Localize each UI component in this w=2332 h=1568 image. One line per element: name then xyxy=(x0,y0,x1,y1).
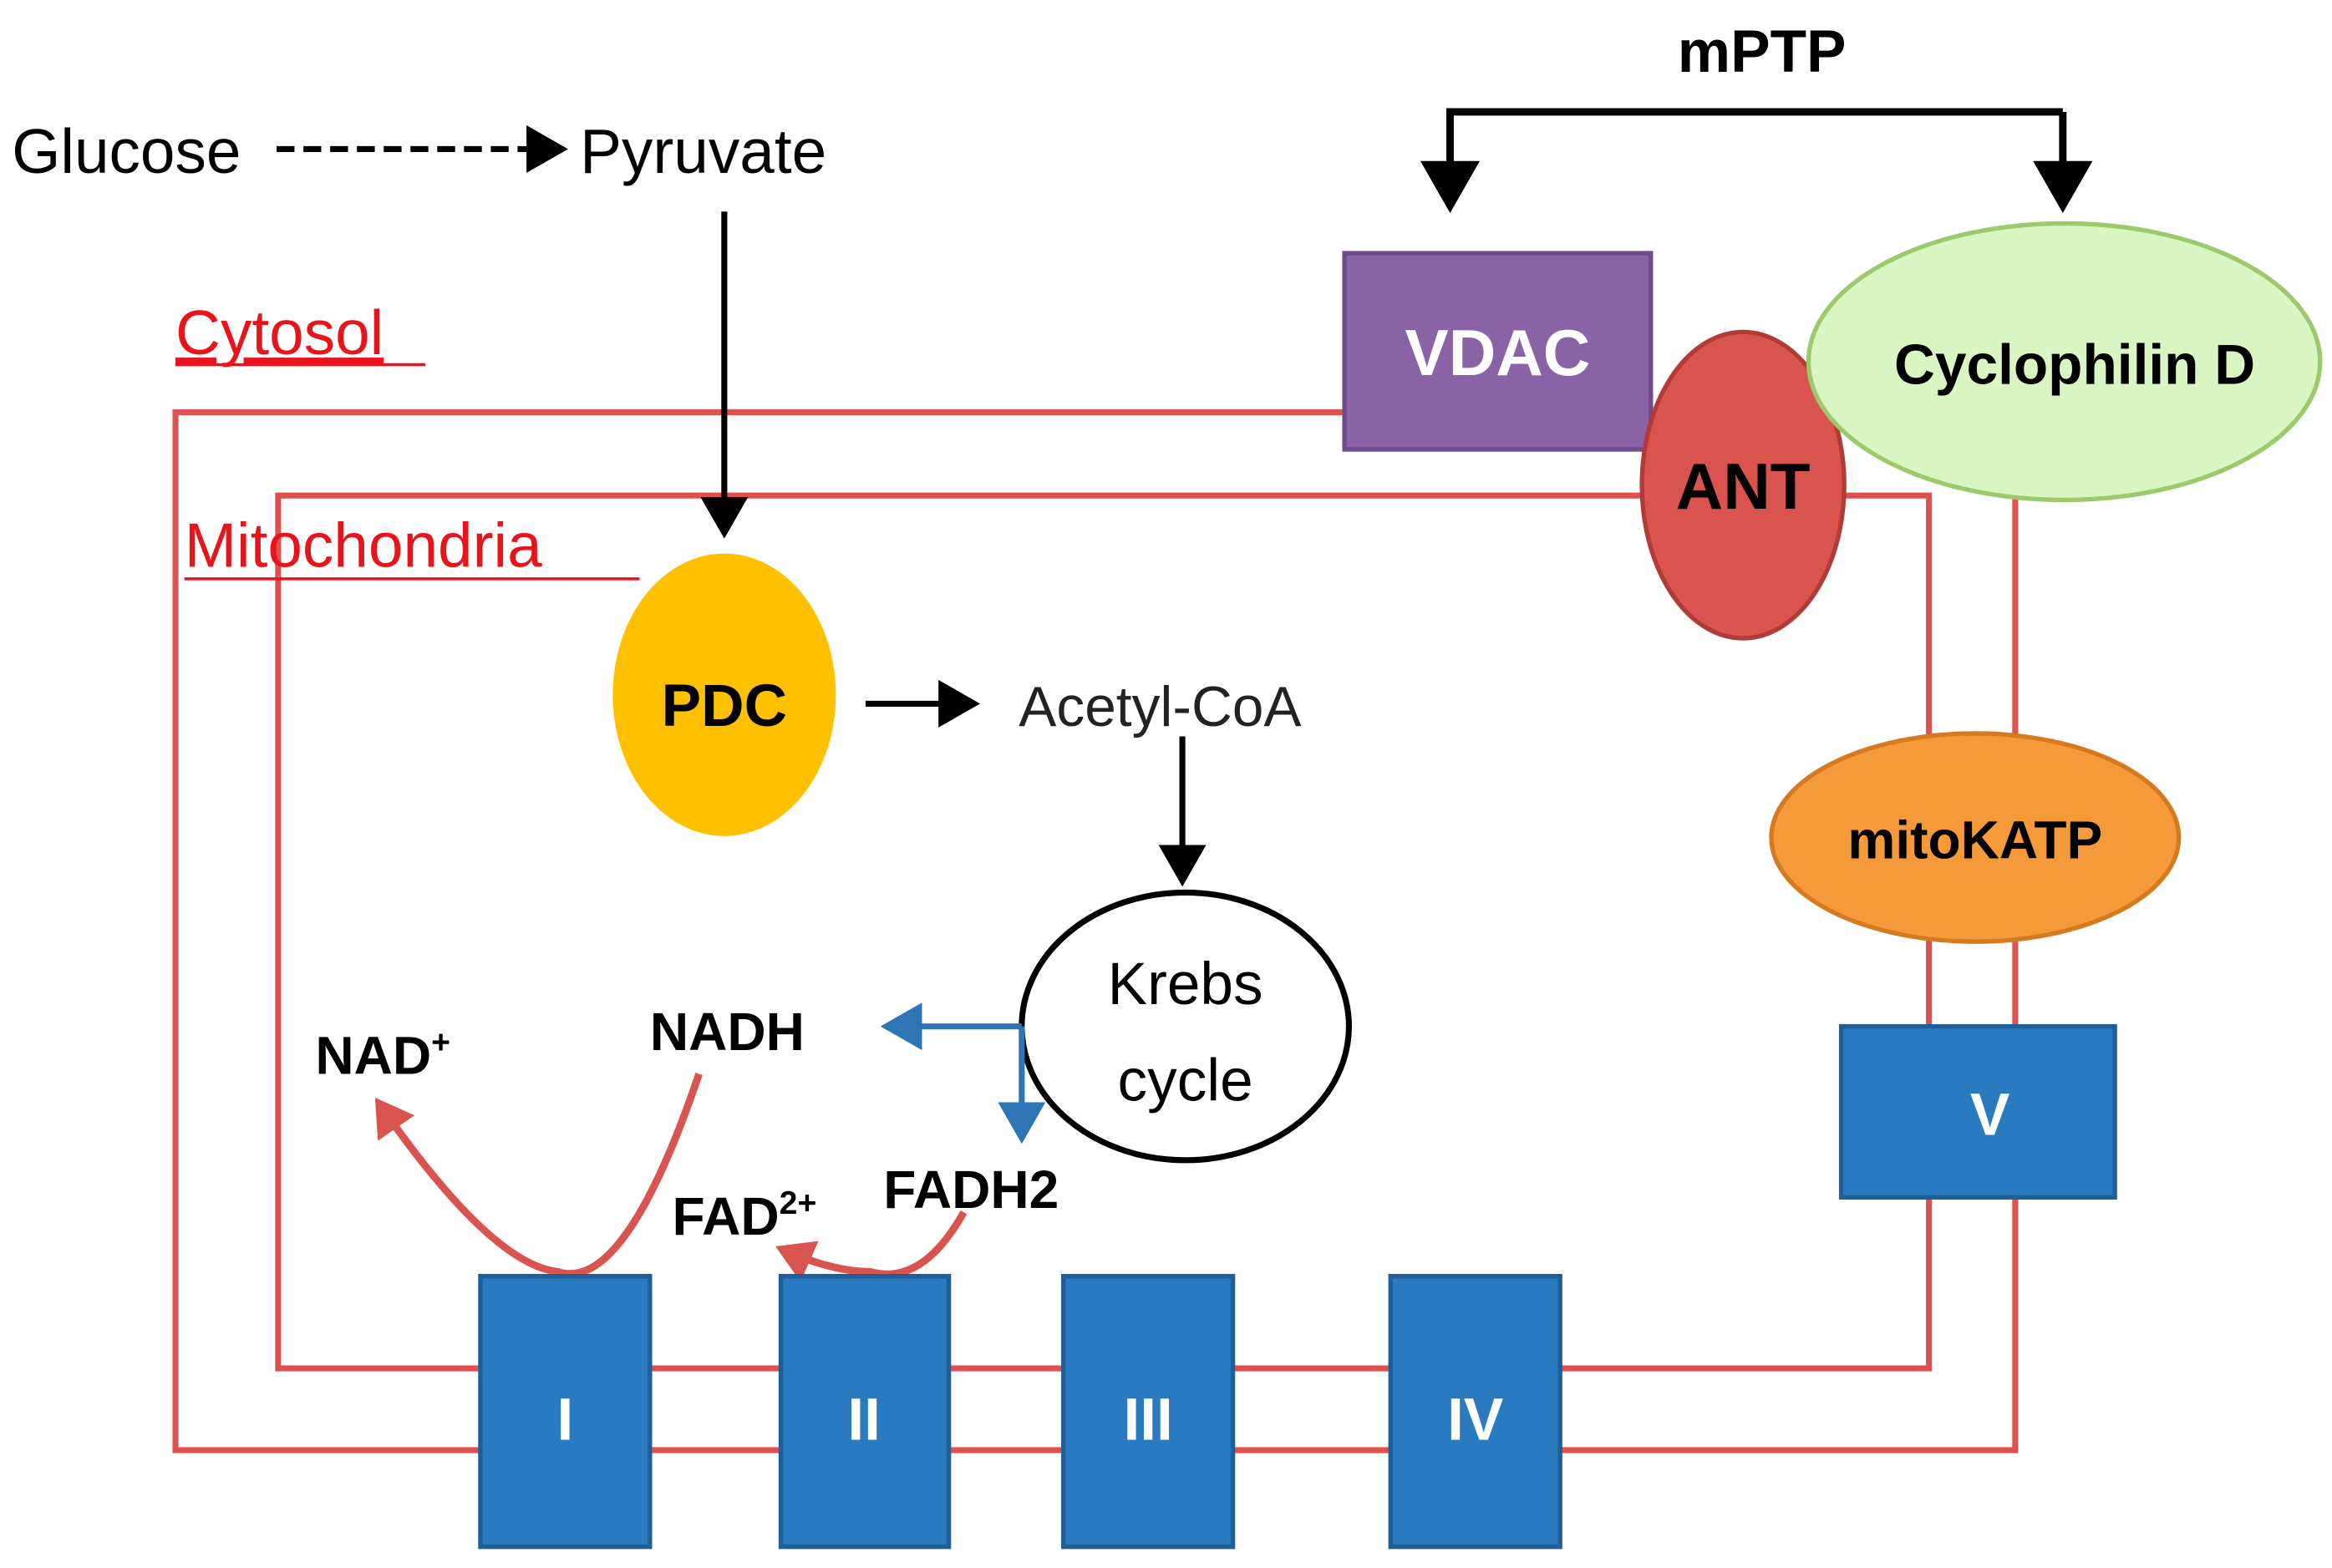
nadh-oxidation-arrow xyxy=(374,1073,703,1278)
mptp-label: mPTP xyxy=(1678,19,1847,85)
complex-v: V xyxy=(1838,1023,2117,1200)
nad-plus-label: NAD+ xyxy=(315,1025,450,1086)
complex-iv: IV xyxy=(1388,1274,1562,1550)
complex-iii-label: III xyxy=(1123,1387,1172,1453)
complex-v-label: V xyxy=(1970,1083,2009,1149)
complex-i: I xyxy=(478,1274,653,1550)
mptp-bracket-arrow-left xyxy=(1420,108,2063,213)
glucose-label: Glucose xyxy=(12,116,241,186)
pdc-label: PDC xyxy=(662,673,787,739)
cyclophilin-d-label: Cyclophilin D xyxy=(1894,334,2255,397)
fadh2-oxidation-arrow xyxy=(775,1210,968,1282)
complex-iii: III xyxy=(1061,1274,1236,1550)
mitochondria-label: Mitochondria xyxy=(185,510,542,581)
complex-ii-label: II xyxy=(847,1387,881,1453)
complex-i-label: I xyxy=(556,1387,573,1453)
complex-ii: II xyxy=(778,1274,952,1550)
fadh2-label: FADH2 xyxy=(883,1160,1059,1220)
mitokatp-ellipse xyxy=(1769,731,2182,944)
ant-label: ANT xyxy=(1676,449,1811,523)
vdac-label: VDAC xyxy=(1405,316,1591,389)
cyclophilin-d-ellipse xyxy=(1806,221,2323,503)
krebs-label-line2: cycle xyxy=(1118,1048,1253,1114)
pdc-ellipse xyxy=(612,553,836,836)
complex-iv-label: IV xyxy=(1447,1387,1503,1453)
krebs-cycle-circle xyxy=(1019,889,1352,1164)
mitokatp-label: mitoKATP xyxy=(1847,809,2102,870)
ant-ellipse xyxy=(1639,329,1847,641)
acetyl-coa-label: Acetyl-CoA xyxy=(1019,676,1301,738)
fad-2plus-label: FAD2+ xyxy=(673,1185,817,1246)
pyruvate-label: Pyruvate xyxy=(580,116,826,186)
cytosol-label: Cytosol xyxy=(175,297,384,368)
nadh-label: NADH xyxy=(650,1002,805,1062)
vdac-box xyxy=(1342,251,1654,452)
krebs-label-line1: Krebs xyxy=(1108,951,1263,1017)
